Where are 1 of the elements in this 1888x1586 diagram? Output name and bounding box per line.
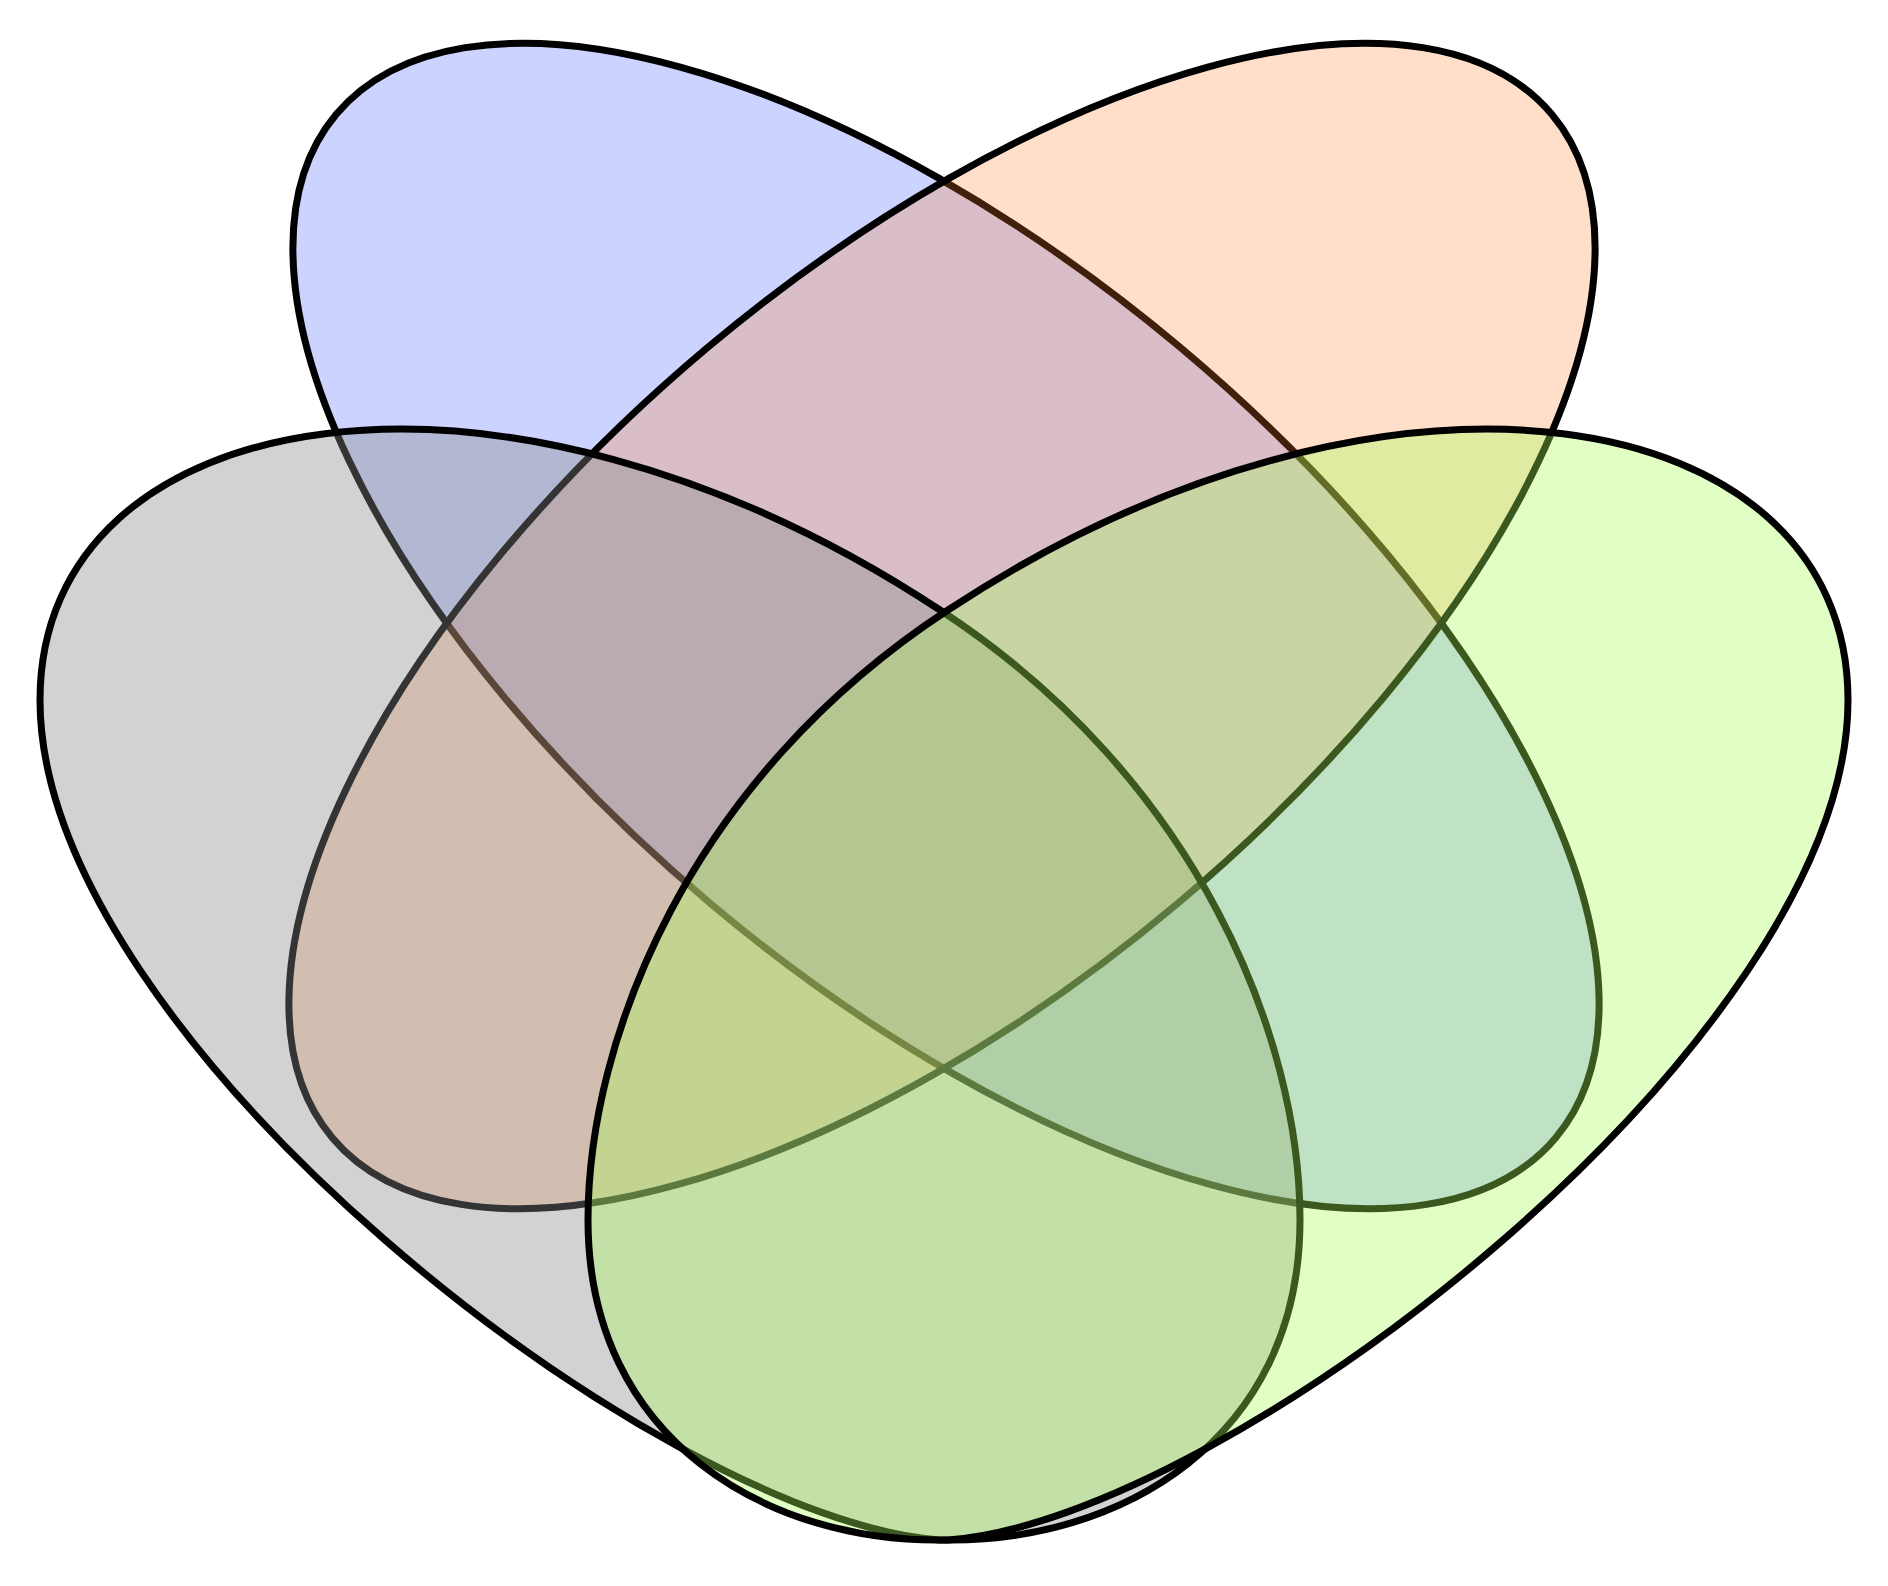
venn-set-egg-shape: [584, 425, 1852, 1544]
